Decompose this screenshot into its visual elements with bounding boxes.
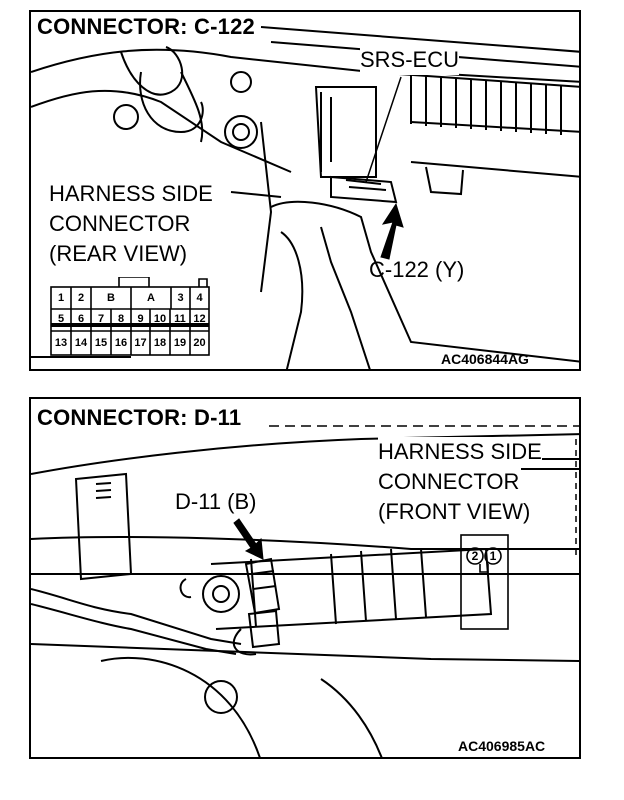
- pin-1: 1: [57, 292, 65, 304]
- pin-3: 3: [177, 292, 184, 304]
- pin-20: 20: [193, 337, 206, 349]
- pin-7: 7: [97, 313, 105, 325]
- pin-16: 16: [114, 337, 128, 349]
- pin-a: A: [147, 292, 155, 304]
- pin-17: 17: [134, 337, 147, 349]
- pin-11: 11: [174, 313, 186, 325]
- dashboard-illustration-c122: [31, 26, 579, 369]
- harness-label-line-3: (REAR VIEW): [49, 241, 188, 266]
- pin-4: 4: [196, 292, 203, 304]
- diagram-panel-c122: CONNECTOR: C-122 SRS-ECU HARNESS SIDE CO…: [29, 10, 581, 371]
- pin-2-d11: 2: [471, 549, 479, 563]
- pin-15: 15: [94, 337, 108, 349]
- diagram-panel-d11: CONNECTOR: D-11 HARNESS SIDE CONNECTOR (…: [29, 397, 581, 759]
- pin-19: 19: [173, 337, 187, 349]
- steering-column-illustration-d11: [31, 425, 579, 757]
- pin-10: 10: [153, 313, 167, 325]
- srs-ecu-label: SRS-ECU: [360, 45, 460, 75]
- connector-face-d11: 2 1: [460, 534, 509, 630]
- pin-5: 5: [57, 313, 65, 325]
- harness-label-line-2: CONNECTOR: [49, 211, 191, 236]
- pin-13: 13: [54, 337, 68, 349]
- connector-label-c122: C-122 (Y): [369, 257, 465, 282]
- figure-code-top: AC406844AG: [441, 351, 529, 367]
- harness-label-line-3-d11: (FRONT VIEW): [378, 497, 531, 527]
- pin-6: 6: [77, 313, 85, 325]
- panel-title-c122: CONNECTOR: C-122: [33, 14, 259, 40]
- pin-2: 2: [77, 292, 85, 304]
- pin-9: 9: [137, 313, 144, 325]
- connector-label-d11: D-11 (B): [175, 487, 257, 517]
- harness-label-line-1-d11: HARNESS SIDE: [378, 437, 542, 467]
- connector-face-c122: 1 2 B A 3 4 5 6 7 8 9 10 11 12 13 14 15 …: [49, 277, 211, 357]
- harness-label-line-1: HARNESS SIDE: [49, 181, 213, 206]
- pin-1-d11: 1: [489, 549, 497, 563]
- harness-label-line-2-d11: CONNECTOR: [378, 467, 520, 497]
- pin-18: 18: [153, 337, 167, 349]
- pin-b: B: [107, 292, 115, 304]
- panel-title-d11: CONNECTOR: D-11: [33, 405, 246, 431]
- figure-code-bottom: AC406985AC: [458, 738, 546, 754]
- pin-8: 8: [117, 313, 125, 325]
- pin-14: 14: [74, 337, 88, 349]
- pin-12: 12: [193, 313, 206, 325]
